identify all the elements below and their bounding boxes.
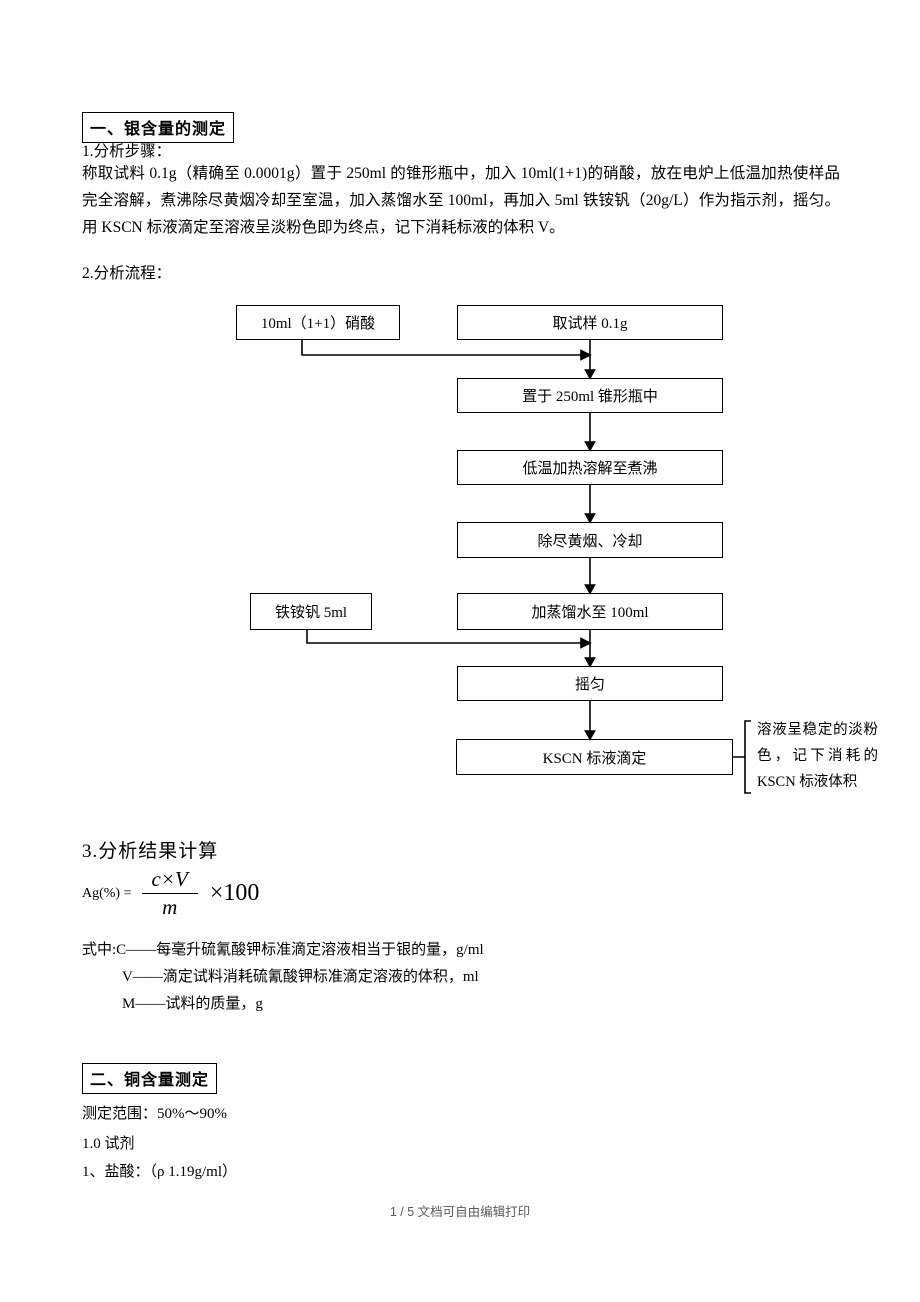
step1-paragraph: 称取试料 0.1g（精确至 0.0001g）置于 250ml 的锥形瓶中，加入 … xyxy=(82,165,840,236)
connector-iron-line xyxy=(306,630,581,644)
measure-range-line: 测定范围：50%～90% xyxy=(82,1106,227,1122)
annotation-bracket xyxy=(733,720,751,794)
formula-lhs: Ag(%) = xyxy=(82,885,132,901)
flowchart-box-fume: 除尽黄烟、冷却 xyxy=(457,522,723,558)
reagent-heading: 1.0 试剂 xyxy=(82,1136,135,1152)
flowchart-box-flask: 置于 250ml 锥形瓶中 xyxy=(457,378,723,413)
legend-line-c: 式中:C——每毫升硫氰酸钾标准滴定溶液相当于银的量，g/ml xyxy=(82,942,484,958)
flowchart-box-sample: 取试样 0.1g xyxy=(457,305,723,340)
legend-line-v: V——滴定试料消耗硫氰酸钾标准滴定溶液的体积，ml xyxy=(122,969,479,985)
step1-heading: 1.分析步骤： xyxy=(82,143,172,160)
flowchart-box-water: 加蒸馏水至 100ml xyxy=(457,593,723,630)
silver-formula: Ag(%) = c×V m ×100 xyxy=(82,866,259,921)
connector-acid-arrowhead xyxy=(580,349,592,361)
formula-fraction: c×V m xyxy=(141,866,198,921)
formula-numerator: c×V xyxy=(141,866,198,894)
step3-heading: 3.分析结果计算 xyxy=(82,841,219,862)
step2-heading: 2.分析流程： xyxy=(82,265,172,282)
flowchart-box-shake: 摇匀 xyxy=(457,666,723,701)
connector-acid-line xyxy=(301,340,581,356)
flowchart-annotation: 溶液呈稳定的淡粉色，记下消耗的 KSCN 标液体积 xyxy=(757,722,878,790)
flowchart-box-kscn: KSCN 标液滴定 xyxy=(456,739,733,775)
flowchart-box-iron: 铁铵钒 5ml xyxy=(250,593,372,630)
reagent-line-hcl: 1、盐酸：（ρ 1.19g/ml） xyxy=(82,1164,237,1180)
section2-title: 二、铜含量测定 xyxy=(82,1063,218,1094)
section1-title: 一、银含量的测定 xyxy=(82,112,235,143)
flowchart-box-heat: 低温加热溶解至煮沸 xyxy=(457,450,723,485)
page-footer: 1 / 5 文档可自由编辑打印 xyxy=(389,1205,531,1219)
flowchart-box-acid: 10ml（1+1）硝酸 xyxy=(236,305,400,340)
legend-line-m: M——试料的质量，g xyxy=(122,996,263,1012)
connector-iron-arrowhead xyxy=(580,637,592,649)
formula-multiplier: ×100 xyxy=(209,880,260,906)
formula-denominator: m xyxy=(162,895,178,919)
